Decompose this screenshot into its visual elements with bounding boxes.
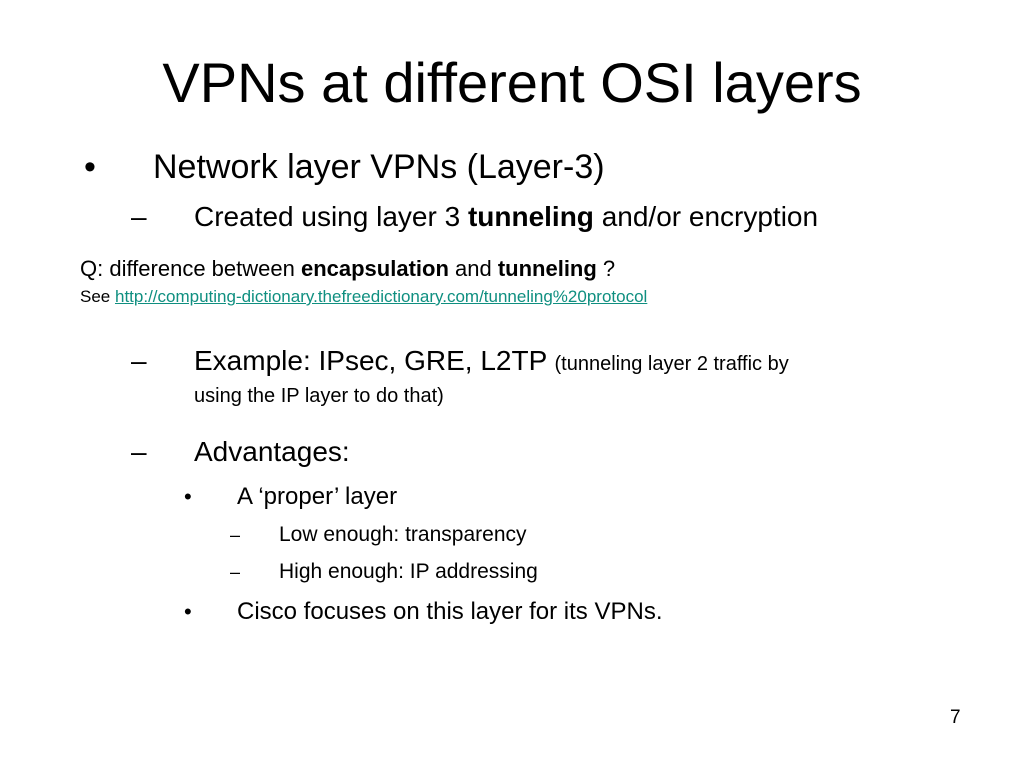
- bullet-marker: •: [184, 484, 192, 509]
- bullet-network-layer-vpns: Network layer VPNs (Layer-3): [153, 148, 605, 186]
- dash-marker: –: [230, 562, 241, 582]
- sub1-pre: Created using layer 3: [194, 201, 468, 232]
- slide-title: VPNs at different OSI layers: [162, 51, 862, 114]
- page-number: 7: [950, 707, 961, 728]
- sub-example: Example: IPsec, GRE, L2TP (tunneling lay…: [194, 343, 789, 382]
- adv-item-cisco: Cisco focuses on this layer for its VPNs…: [237, 598, 663, 625]
- example-main: Example: IPsec, GRE, L2TP: [194, 345, 555, 376]
- sub1-post: and/or encryption: [593, 201, 819, 232]
- question-pre: Q: difference between: [80, 256, 301, 281]
- bullet-marker: •: [184, 599, 192, 624]
- question-bold-encapsulation: encapsulation: [300, 256, 449, 281]
- question-bold-tunneling: tunneling: [497, 256, 597, 281]
- example-paren-line1: (tunneling layer 2 traffic by: [554, 353, 789, 375]
- adv-subitem-high-enough: High enough: IP addressing: [279, 560, 538, 583]
- dash-marker: –: [131, 201, 147, 232]
- dash-marker: –: [131, 436, 147, 467]
- tunneling-protocol-link[interactable]: http://computing-dictionary.thefreedicti…: [114, 287, 648, 306]
- example-paren-line2: using the IP layer to do that): [194, 385, 444, 407]
- sub-created-using-tunneling: Created using layer 3 tunneling and/or e…: [194, 199, 818, 235]
- dash-marker: –: [230, 525, 241, 545]
- question-mid: and: [448, 256, 498, 281]
- see-label: See: [80, 287, 115, 306]
- sub-advantages: Advantages:: [194, 436, 350, 467]
- see-line: See http://computing-dictionary.thefreed…: [80, 286, 647, 308]
- sub1-bold: tunneling: [467, 201, 594, 232]
- question-post: ?: [596, 256, 616, 281]
- adv-item-proper-layer: A ‘proper’ layer: [237, 483, 398, 510]
- dash-marker: –: [131, 345, 147, 376]
- bullet-marker: •: [84, 148, 96, 186]
- question-line: Q: difference between encapsulation and …: [80, 255, 615, 283]
- adv-subitem-low-enough: Low enough: transparency: [279, 523, 527, 546]
